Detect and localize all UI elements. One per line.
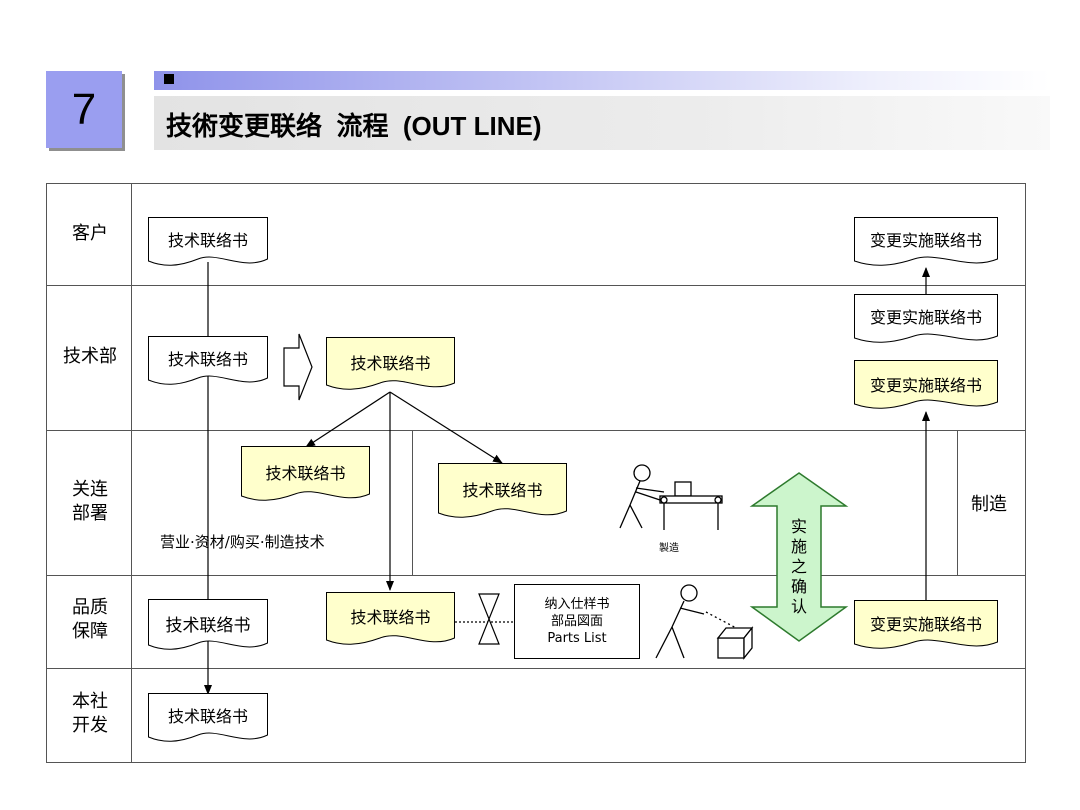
- block-arrow-icon: [283, 333, 313, 401]
- customer-change-doc: 变更实施联络书: [854, 217, 998, 269]
- qa-doc-white: 技术联络书: [148, 599, 268, 653]
- doc-label: 技术联络书: [167, 231, 248, 250]
- document-shape: [438, 463, 567, 518]
- lane-label-text: 品质: [72, 597, 108, 618]
- document-shape: [326, 592, 455, 645]
- manufacturing-divider: [957, 430, 958, 575]
- spec-box: 纳入仕样书 部品図面 Parts List: [514, 584, 640, 659]
- bowtie-icon: [478, 593, 500, 645]
- confirm-char: 之: [790, 557, 807, 576]
- title-band: [154, 71, 1050, 90]
- title-background: [154, 96, 1050, 150]
- manufacturing-icon-caption: 製造: [659, 543, 679, 554]
- slide-title: 技術变更联络 流程 (OUT LINE): [166, 111, 542, 141]
- tech-change-doc-yellow: 变更实施联络书: [854, 360, 998, 412]
- lane-label-text: 本社: [72, 691, 108, 712]
- lane-divider: [46, 575, 1026, 576]
- document-shape: [326, 337, 455, 390]
- confirm-double-arrow: [749, 472, 849, 642]
- lane-divider: [46, 285, 1026, 286]
- confirm-char: 施: [790, 537, 807, 556]
- lane-divider: [46, 430, 1026, 431]
- related-dept-divider: [412, 430, 413, 575]
- doc-label: 技术联络书: [165, 616, 251, 636]
- lane-label-tech: 技术部: [55, 345, 125, 369]
- doc-label: 变更实施联络书: [869, 615, 982, 634]
- document-shape: [148, 599, 268, 650]
- confirm-arrow-text: 实 施 之 确 认: [787, 517, 811, 617]
- doc-label: 技术联络书: [167, 350, 248, 369]
- customer-tech-doc: 技术联络书: [148, 217, 268, 269]
- qa-doc-yellow: 技术联络书: [326, 592, 455, 648]
- slide-number: 7: [46, 71, 122, 148]
- lane-label-text: 保障: [72, 621, 108, 642]
- spec-line-2: 部品図面: [550, 614, 603, 629]
- lane-label-related: 关连 部署: [60, 478, 120, 526]
- doc-label: 技术联络书: [350, 354, 431, 373]
- lane-label-text: 部署: [72, 503, 108, 524]
- confirm-char: 认: [790, 597, 807, 616]
- related-doc-left: 技术联络书: [241, 446, 370, 504]
- related-doc-right: 技术联络书: [438, 463, 567, 521]
- lane-label-customer: 客户: [60, 222, 120, 246]
- doc-label: 技术联络书: [265, 464, 346, 483]
- confirm-char: 实: [790, 517, 807, 536]
- document-shape: [148, 336, 268, 385]
- document-shape: [854, 294, 998, 343]
- spec-line-1: 纳入仕样书: [544, 597, 610, 612]
- lane-divider: [46, 668, 1026, 669]
- lane-label-text: 技术部: [63, 346, 117, 367]
- lane-label-dev: 本社 开发: [60, 690, 120, 738]
- lane-label-text: 关连: [72, 479, 108, 500]
- manufacturing-label: 制造: [971, 494, 1007, 515]
- document-shape: [241, 446, 370, 501]
- doc-label: 变更实施联络书: [869, 308, 982, 327]
- fanout-arrow-left: [305, 391, 391, 448]
- manufacturing-worker-icon: [619, 464, 723, 530]
- doc-label: 技术联络书: [462, 481, 543, 500]
- doc-label: 技术联络书: [350, 608, 431, 627]
- doc-label: 变更实施联络书: [869, 376, 982, 395]
- label-column-divider: [131, 183, 132, 763]
- related-departments-text: 营业·资材/购买·制造技术: [160, 533, 325, 551]
- qa-change-doc: 变更实施联络书: [854, 600, 998, 652]
- confirm-char: 确: [790, 577, 807, 596]
- dev-doc: 技术联络书: [148, 693, 268, 745]
- title-bullet-marker: [164, 74, 174, 84]
- lane-label-qa: 品质 保障: [60, 596, 120, 644]
- lane-label-text: 开发: [72, 715, 108, 736]
- document-shape: [854, 600, 998, 649]
- document-shape: [854, 360, 998, 409]
- tech-change-doc-white: 变更实施联络书: [854, 294, 998, 346]
- tech-dept-doc-yellow: 技术联络书: [326, 337, 455, 393]
- inspector-worker-icon: [655, 584, 754, 660]
- swimlane-frame: [46, 183, 1026, 763]
- document-shape: [148, 693, 268, 742]
- doc-label: 技术联络书: [167, 707, 248, 726]
- document-shape: [148, 217, 268, 266]
- lane-label-text: 客户: [72, 223, 108, 244]
- document-shape: [854, 217, 998, 266]
- fanout-arrow-right: [389, 391, 503, 464]
- spec-line-3: Parts List: [547, 631, 607, 646]
- doc-label: 变更实施联络书: [869, 231, 982, 250]
- tech-dept-doc: 技术联络书: [148, 336, 268, 388]
